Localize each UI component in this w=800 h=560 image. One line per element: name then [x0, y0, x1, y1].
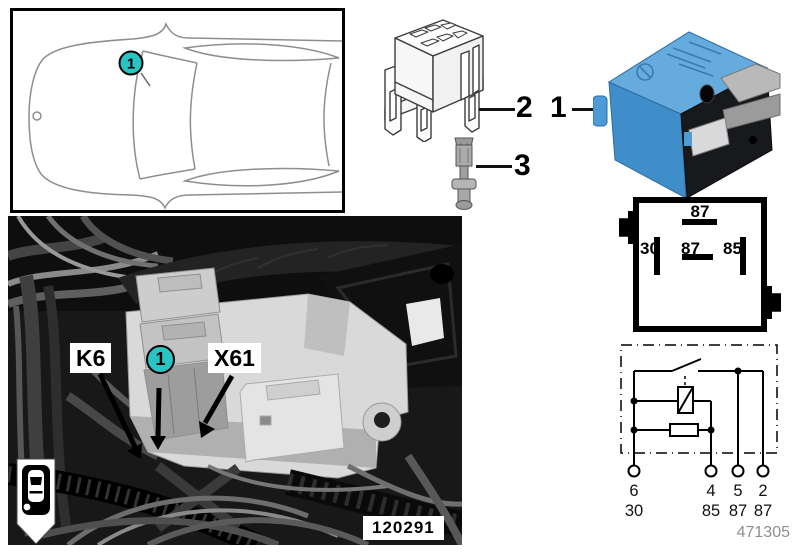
terminal-fn-87b: 87 — [754, 502, 772, 520]
callout-relay[interactable]: 1 — [550, 91, 567, 124]
connector-label-x61[interactable]: X61 — [208, 343, 261, 374]
relay-top-markings — [636, 41, 722, 81]
car-location-panel: 1 — [10, 8, 345, 213]
installation-photo-panel: K6 1 X61 120291 — [8, 216, 462, 545]
pin-diagram-left-tab — [619, 211, 639, 244]
terminal-pin-2: 2 — [758, 482, 767, 500]
photo-image-number: 120291 — [363, 516, 444, 541]
schematic-terminals — [627, 464, 770, 478]
pin-slot-30 — [654, 237, 660, 275]
terminal-pin-4: 4 — [706, 482, 715, 500]
pin-diagram-right-tab — [761, 286, 781, 319]
pin-slot-85 — [740, 237, 746, 275]
view-direction-badge — [16, 458, 56, 545]
car-rear-icon — [23, 470, 44, 511]
car-top-view-drawing: 1 — [28, 21, 343, 210]
car-marker-hotspot[interactable]: 1 — [118, 50, 144, 76]
pin-label-87-center: 87 — [681, 239, 700, 258]
pin-label-85: 85 — [723, 239, 742, 258]
relay-pin-diagram: 87 30 87 85 — [619, 197, 781, 332]
callout-terminal[interactable]: 3 — [514, 149, 531, 182]
leader-line-terminal — [476, 165, 512, 168]
terminal-pin-drawing — [451, 137, 477, 210]
leader-line-socket — [479, 108, 515, 111]
annotation-arrows — [97, 372, 235, 459]
pin-label-87-top: 87 — [690, 202, 710, 221]
photo-marker-1[interactable]: 1 — [146, 345, 175, 374]
car-marker-number: 1 — [127, 56, 135, 73]
car-outline — [28, 21, 343, 210]
relay-photo — [593, 31, 781, 198]
relay-circuit-schematic: 6 4 5 2 30 85 87 87 — [620, 344, 778, 520]
pin-slot-87-top — [682, 219, 717, 225]
callout-socket[interactable]: 2 — [516, 91, 533, 124]
connector-label-k6[interactable]: K6 — [70, 343, 112, 374]
pin-slot-87-center — [682, 254, 713, 260]
terminal-fn-85: 85 — [702, 502, 720, 520]
terminal-pin-5: 5 — [733, 482, 742, 500]
installation-photo — [8, 216, 462, 545]
terminal-fn-87a: 87 — [729, 502, 747, 520]
drawing-number: 471305 — [736, 524, 790, 541]
terminal-fn-30: 30 — [625, 502, 643, 520]
leader-line-relay — [572, 108, 596, 111]
relay-socket-drawing — [384, 19, 484, 142]
terminal-pin-6: 6 — [629, 482, 638, 500]
